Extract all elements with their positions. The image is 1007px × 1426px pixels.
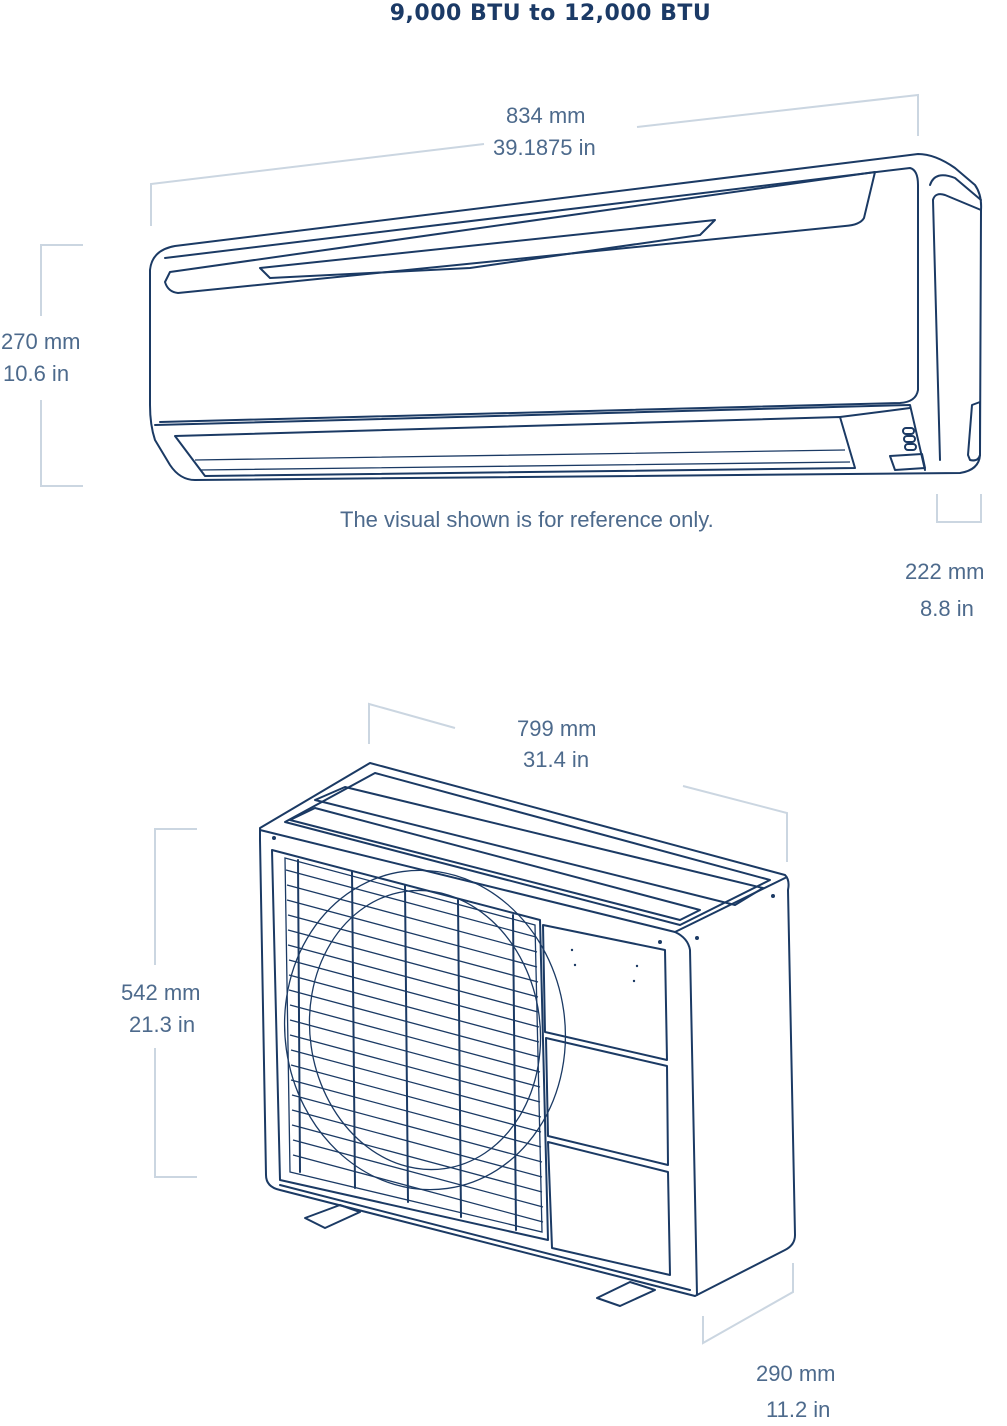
indoor-height-mm: 270 mm xyxy=(1,329,81,354)
outdoor-height-dimension-line xyxy=(154,828,197,1178)
indoor-width-in: 39.1875 in xyxy=(493,135,596,160)
indoor-height-in: 10.6 in xyxy=(3,361,70,386)
outdoor-width-dimension-line-right xyxy=(682,785,788,862)
indoor-width-dimension-line xyxy=(150,93,919,226)
indoor-depth-in: 8.8 in xyxy=(920,596,974,621)
outdoor-height-in: 21.3 in xyxy=(129,1012,196,1037)
outdoor-width-in: 31.4 in xyxy=(523,747,590,772)
outdoor-depth-in: 11.2 in xyxy=(766,1397,831,1422)
indoor-depth-mm: 222 mm xyxy=(905,559,985,584)
outdoor-width-mm: 799 mm xyxy=(517,716,597,741)
indoor-unit-drawing xyxy=(149,153,983,481)
indoor-depth-dimension-line xyxy=(936,494,982,523)
outdoor-width-dimension-line-left xyxy=(368,702,456,744)
outdoor-height-mm: 542 mm xyxy=(121,980,201,1005)
indoor-height-dimension-line xyxy=(40,244,83,487)
reference-note: The visual shown is for reference only. xyxy=(340,507,714,532)
outdoor-depth-mm: 290 mm xyxy=(756,1361,836,1386)
outdoor-unit-drawing xyxy=(259,762,796,1307)
fan-grille-bars xyxy=(285,859,544,1231)
indoor-width-mm: 834 mm xyxy=(506,103,586,128)
outdoor-depth-dimension-line xyxy=(702,1263,794,1345)
page-title: 9,000 BTU to 12,000 BTU xyxy=(389,1,712,26)
